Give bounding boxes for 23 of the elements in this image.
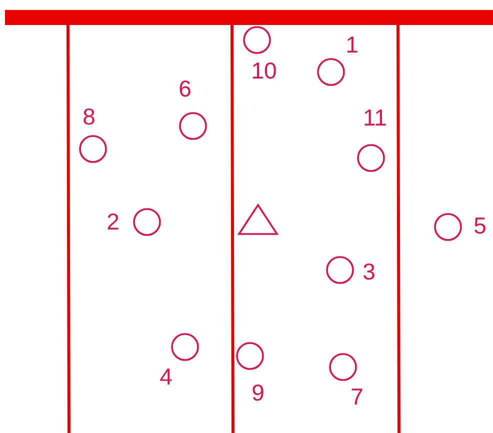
circle-marker (328, 352, 358, 382)
circle-marker (356, 143, 386, 173)
circle-marker (170, 332, 200, 362)
callout-number: 10 (251, 60, 277, 82)
callout-number: 6 (178, 78, 192, 100)
circle-marker (78, 134, 108, 164)
circle-marker (325, 255, 355, 285)
callout-number: 9 (252, 382, 264, 404)
circle-marker (178, 111, 208, 141)
callout-number: 2 (106, 210, 120, 234)
callout-number: 4 (160, 366, 172, 388)
callout-number: 5 (474, 214, 486, 238)
circle-marker (433, 212, 463, 242)
callout-number: 3 (362, 260, 376, 284)
circle-marker (132, 207, 162, 237)
circle-marker (316, 57, 346, 87)
callout-number: 7 (350, 386, 364, 408)
callout-number: 11 (363, 106, 387, 130)
circle-marker (242, 25, 272, 55)
callout-number: 8 (82, 106, 96, 128)
triangle-marker (237, 203, 279, 237)
callout-number: 1 (346, 34, 358, 56)
circle-marker (235, 341, 265, 371)
